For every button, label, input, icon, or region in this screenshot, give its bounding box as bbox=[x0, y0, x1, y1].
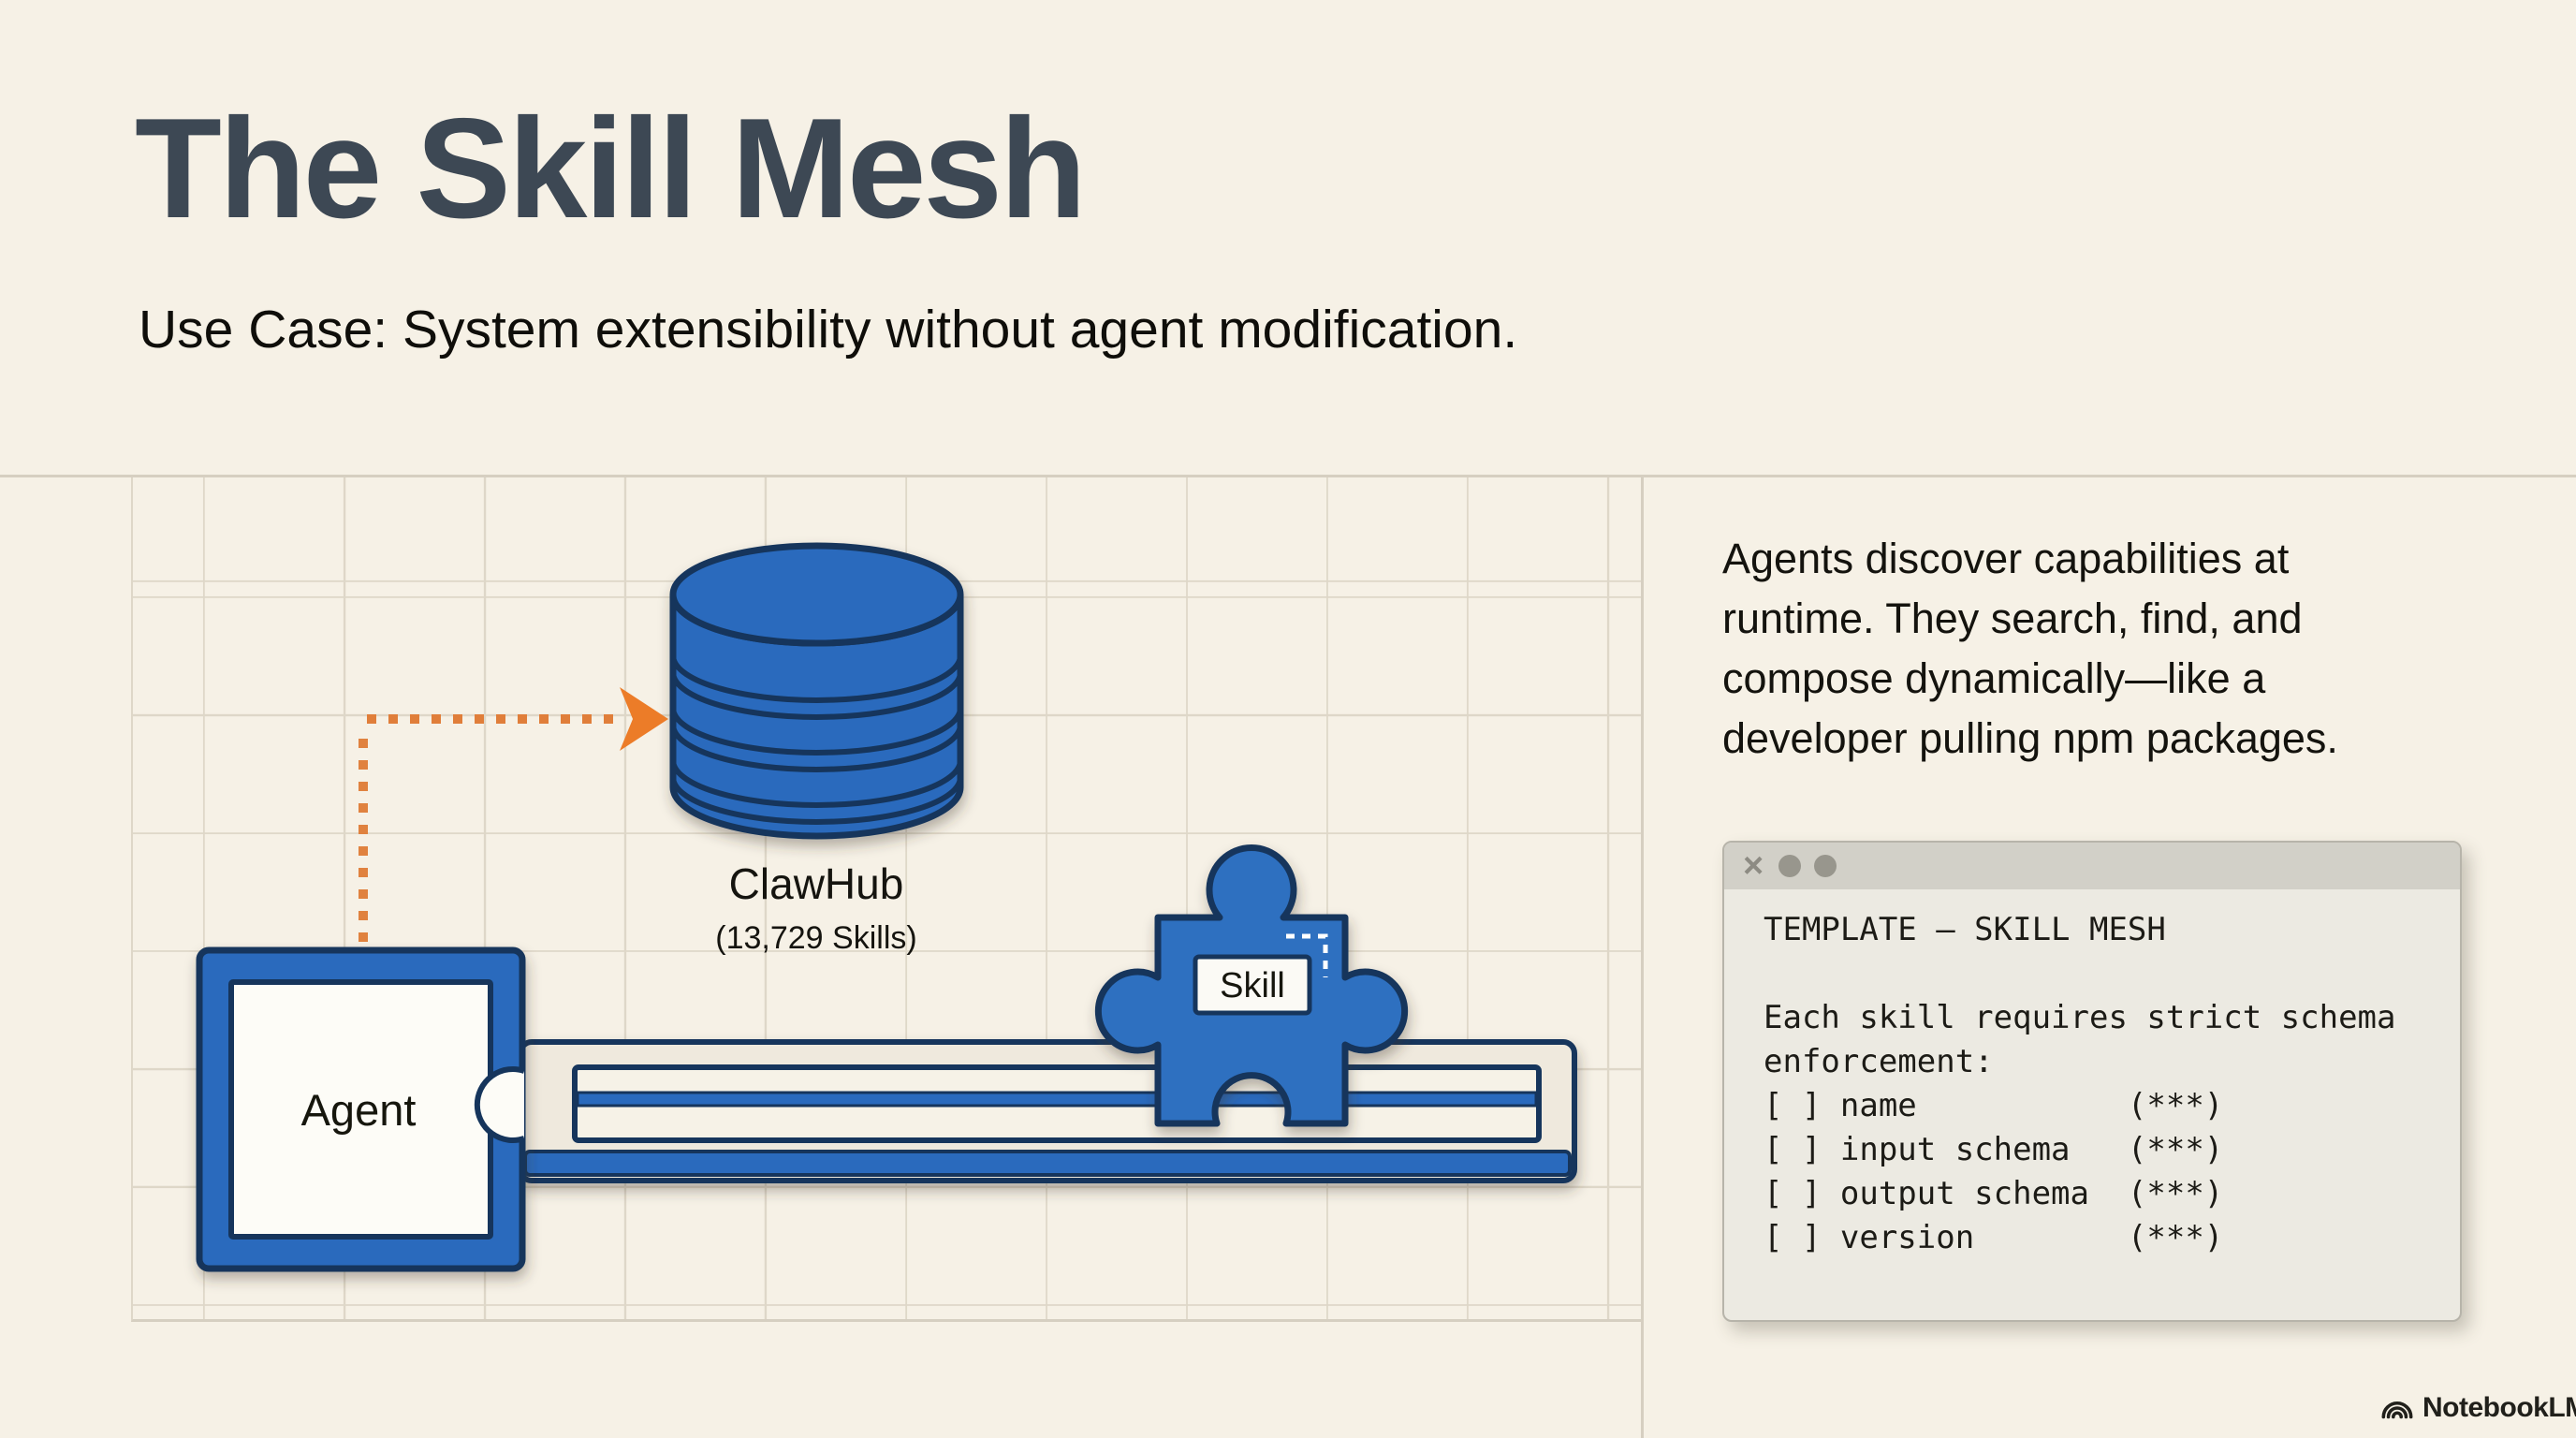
arrowhead-icon bbox=[620, 687, 668, 751]
clawhub-database-icon bbox=[669, 542, 964, 840]
skill-rail bbox=[518, 1039, 1577, 1183]
clawhub-skill-count: (13,729 Skills) bbox=[715, 920, 916, 956]
horizontal-divider bbox=[0, 475, 2576, 477]
skill-puzzle-piece: Skill bbox=[1094, 844, 1409, 1127]
notebooklm-wordmark: NotebookLM bbox=[2422, 1392, 2576, 1423]
agent-socket-notch bbox=[474, 1066, 525, 1143]
terminal-title-line: TEMPLATE — SKILL MESH bbox=[1764, 911, 2166, 948]
page-title: The Skill Mesh bbox=[135, 89, 1087, 248]
terminal-titlebar: × bbox=[1724, 843, 2460, 889]
agent-label: Agent bbox=[301, 1085, 417, 1135]
discovery-arrow bbox=[359, 687, 668, 942]
vertical-divider bbox=[1641, 477, 1644, 1438]
explanation-paragraph: Agents discover capabilities at runtime.… bbox=[1722, 535, 2338, 762]
window-dot-icon bbox=[1814, 855, 1837, 877]
dashed-corner-decoration bbox=[1286, 933, 1328, 977]
notebooklm-brand: NotebookLM bbox=[2378, 1387, 2576, 1429]
clawhub-label: ClawHub bbox=[729, 859, 904, 908]
close-icon: × bbox=[1743, 846, 1764, 886]
terminal-body: TEMPLATE — SKILL MESH Each skill require… bbox=[1724, 889, 2460, 1260]
agent-node: Agent bbox=[196, 946, 526, 1272]
skill-label: Skill bbox=[1220, 966, 1285, 1005]
page-subtitle: Use Case: System extensibility without a… bbox=[139, 300, 1518, 360]
terminal-window: × TEMPLATE — SKILL MESH Each skill requi… bbox=[1722, 841, 2462, 1322]
terminal-text: Each skill requires strict schema enforc… bbox=[1764, 999, 2396, 1256]
notebooklm-logo-icon bbox=[2381, 1401, 2413, 1419]
window-dot-icon bbox=[1778, 855, 1802, 877]
